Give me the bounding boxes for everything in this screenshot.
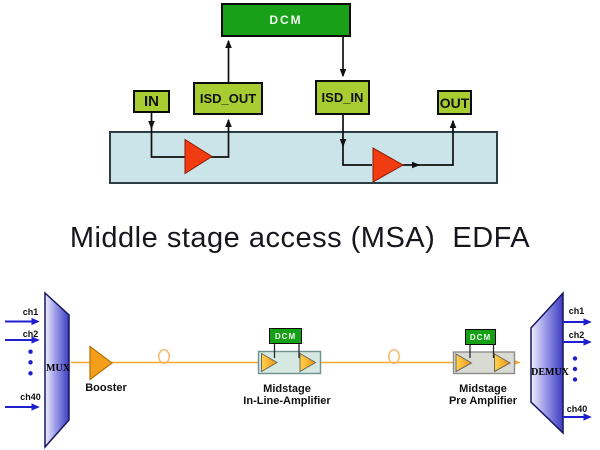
booster-label: Booster [85, 382, 127, 394]
inline-amp-label-line2: In-Line-Amplifier [243, 394, 331, 407]
pre-amp-stage2-triangle [494, 353, 512, 373]
booster-triangle [89, 345, 113, 381]
pre-amp-stage1-triangle [455, 353, 473, 373]
pre-amp-label: Midstage Pre Amplifier [423, 383, 543, 407]
demux-label: DEMUX [531, 367, 569, 378]
amp1-triangle [184, 138, 213, 175]
mux-label: MUX [46, 363, 70, 374]
inline-amp-label-line1: Midstage [263, 383, 311, 395]
output-ellipsis-dots [572, 356, 578, 382]
line-in-to-amp1 [150, 127, 185, 158]
isd-out-port-box: ISD_OUT [193, 82, 263, 115]
out-port-box: OUT [437, 90, 472, 115]
arrow-to-out-box [418, 119, 457, 166]
arrow-amp1-to-isdout [211, 118, 232, 158]
input-ch40-label: ch40 [20, 392, 41, 402]
mux-trapezoid [44, 291, 70, 449]
inline-amp-dcm-box: DCM [269, 328, 302, 344]
line-isdin-to-amp2 [342, 145, 372, 166]
amp2-triangle [372, 147, 405, 183]
inline-amp-stage2-triangle [299, 352, 317, 373]
input-ellipsis-dots [28, 349, 33, 376]
diagram-title: Middle stage access (MSA) EDFA [69, 222, 531, 254]
in-port-box: IN [133, 90, 170, 113]
demux-trapezoid [530, 291, 564, 435]
input-ch2-label: ch2 [22, 329, 39, 339]
dcm-box-top: DCM [221, 3, 351, 37]
pre-amp-dcm-box: DCM [465, 329, 496, 345]
fiber-coil-1 [158, 349, 170, 365]
output-ch1-label: ch1 [568, 306, 585, 316]
pre-amp-label-line2: Pre Amplifier [448, 394, 518, 407]
fiber-coil-2 [388, 349, 400, 365]
isd-in-port-box: ISD_IN [315, 80, 370, 115]
inline-amp-stage1-triangle [261, 352, 278, 373]
pre-amp-label-line1: Midstage [459, 383, 507, 395]
output-ch40-label: ch40 [566, 404, 588, 414]
output-ch2-label: ch2 [568, 330, 585, 340]
input-ch1-label: ch1 [22, 307, 39, 317]
inline-amp-label: Midstage In-Line-Amplifier [227, 383, 347, 407]
